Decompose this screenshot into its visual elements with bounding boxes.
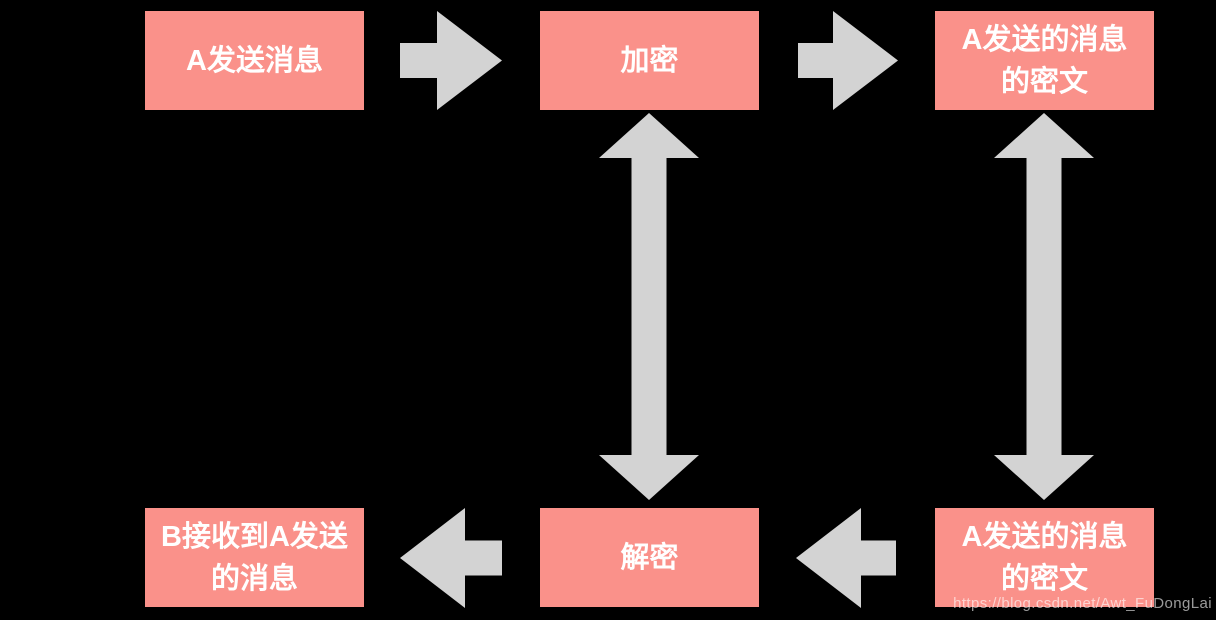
node-a-send-message: A发送消息 (145, 11, 364, 110)
left-arrow-icon (796, 508, 896, 608)
node-encrypt: 加密 (540, 11, 759, 110)
node-label: 加密 (620, 44, 679, 77)
node-label-line1: B接收到A发送 (161, 520, 348, 553)
node-label-line1: A发送的消息 (961, 23, 1128, 56)
double-vertical-arrow-icon (599, 113, 699, 500)
node-ciphertext-top: A发送的消息 的密文 (935, 11, 1154, 110)
node-label-line1: A发送的消息 (961, 520, 1128, 553)
left-arrow-icon (400, 508, 502, 608)
node-b-receive-message: B接收到A发送 的消息 (145, 508, 364, 607)
node-label-line2: 的消息 (210, 562, 298, 595)
csdn-watermark-link[interactable]: https://blog.csdn.net/Awt_FuDongLai (953, 595, 1212, 612)
node-label: A发送消息 (186, 44, 323, 77)
node-decrypt: 解密 (540, 508, 759, 607)
node-label: 解密 (620, 541, 679, 574)
double-vertical-arrow-icon (994, 113, 1094, 500)
node-ciphertext-bottom: A发送的消息 的密文 (935, 508, 1154, 607)
node-label-line2: 的密文 (1000, 562, 1088, 595)
right-arrow-icon (798, 11, 898, 110)
right-arrow-icon (400, 11, 502, 110)
node-label-line2: 的密文 (1000, 65, 1088, 98)
